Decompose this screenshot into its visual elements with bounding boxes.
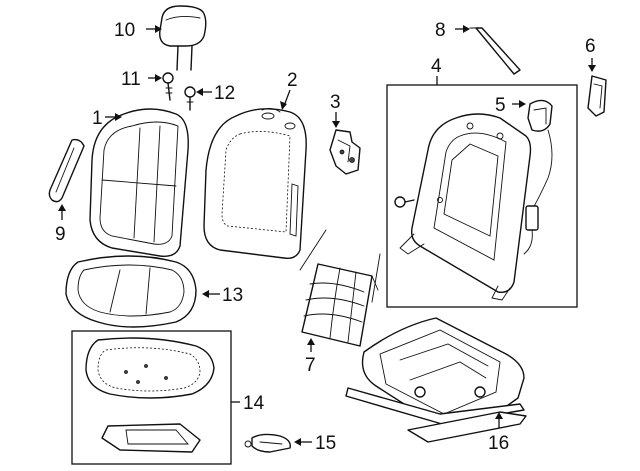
callout-10: 10 [114,20,135,41]
callout-16: 16 [488,433,509,454]
part-2-seat-back-pad[interactable] [203,107,307,260]
leaders [58,25,596,446]
callout-2: 2 [287,70,298,91]
callout-1: 1 [92,108,103,129]
part-4-screw[interactable] [394,196,415,208]
part-1-seat-back-cover[interactable] [89,108,189,257]
part-14-cushion-mat[interactable] [101,423,201,453]
part-7-suspension-mat[interactable] [299,229,381,347]
callout-6: 6 [585,36,596,57]
callout-11: 11 [121,69,141,90]
callout-14: 14 [243,393,265,414]
part-8-rod[interactable] [469,27,521,75]
callout-12: 12 [214,83,235,104]
part-11-bolt[interactable] [162,72,174,101]
part-12-bolt[interactable] [184,86,196,111]
part-9-side-trim[interactable] [48,138,85,203]
part-4-seat-back-frame[interactable] [399,113,532,301]
part-14-cushion-box [71,330,232,465]
part-10-headrest[interactable] [159,5,207,71]
part-14-cushion-pad[interactable] [85,337,215,399]
callout-13: 13 [222,285,243,306]
callout-4: 4 [431,56,442,77]
part-5-actuator[interactable] [523,99,553,255]
callout-7: 7 [305,355,316,376]
part-13-cushion-cover[interactable] [65,255,197,328]
callout-15: 15 [315,433,336,454]
part-3-bracket[interactable] [329,129,361,175]
callout-3: 3 [330,92,341,113]
callout-5: 5 [495,95,506,116]
part-4-frame-box [386,84,578,308]
part-16-seat-track[interactable] [345,317,527,443]
part-6-clip[interactable] [587,75,607,117]
callout-9: 9 [55,224,66,245]
callout-8: 8 [435,20,446,41]
part-15-clip[interactable] [244,433,291,453]
